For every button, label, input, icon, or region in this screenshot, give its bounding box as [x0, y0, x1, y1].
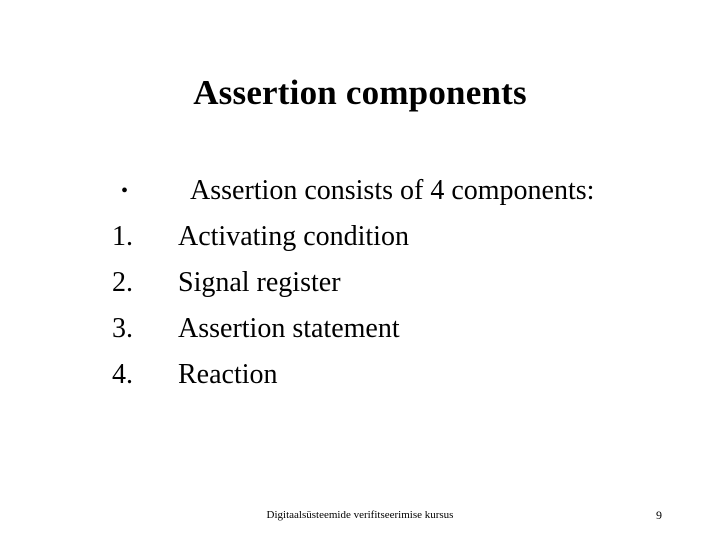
list-item: • Assertion consists of 4 components: [112, 168, 692, 214]
page-title: Assertion components [193, 73, 527, 112]
list-item-label: Assertion statement [178, 313, 400, 344]
footer-course-name: Digitaalsüsteemide verifitseerimise kurs… [266, 509, 454, 521]
list-item: 2. Signal register [112, 260, 692, 306]
list-item-label: Activating condition [178, 221, 409, 252]
list-item-number: 4. [112, 359, 133, 390]
list-item: 4. Reaction [112, 352, 692, 398]
list-item-number: 1. [112, 221, 133, 252]
list-item-label: Signal register [178, 267, 341, 298]
list-item-label: Reaction [178, 359, 278, 390]
list-item-label: Assertion consists of 4 components: [190, 175, 595, 206]
slide-footer: Digitaalsüsteemide verifitseerimise kurs… [0, 506, 720, 530]
list-item: 3. Assertion statement [112, 306, 692, 352]
list-item-number: 3. [112, 313, 133, 344]
slide-page-number: 9 [656, 508, 662, 522]
list-item: 1. Activating condition [112, 214, 692, 260]
assertion-components-list: • Assertion consists of 4 components: 1.… [112, 168, 692, 398]
bullet-icon: • [121, 180, 129, 202]
list-item-number: 2. [112, 267, 133, 298]
